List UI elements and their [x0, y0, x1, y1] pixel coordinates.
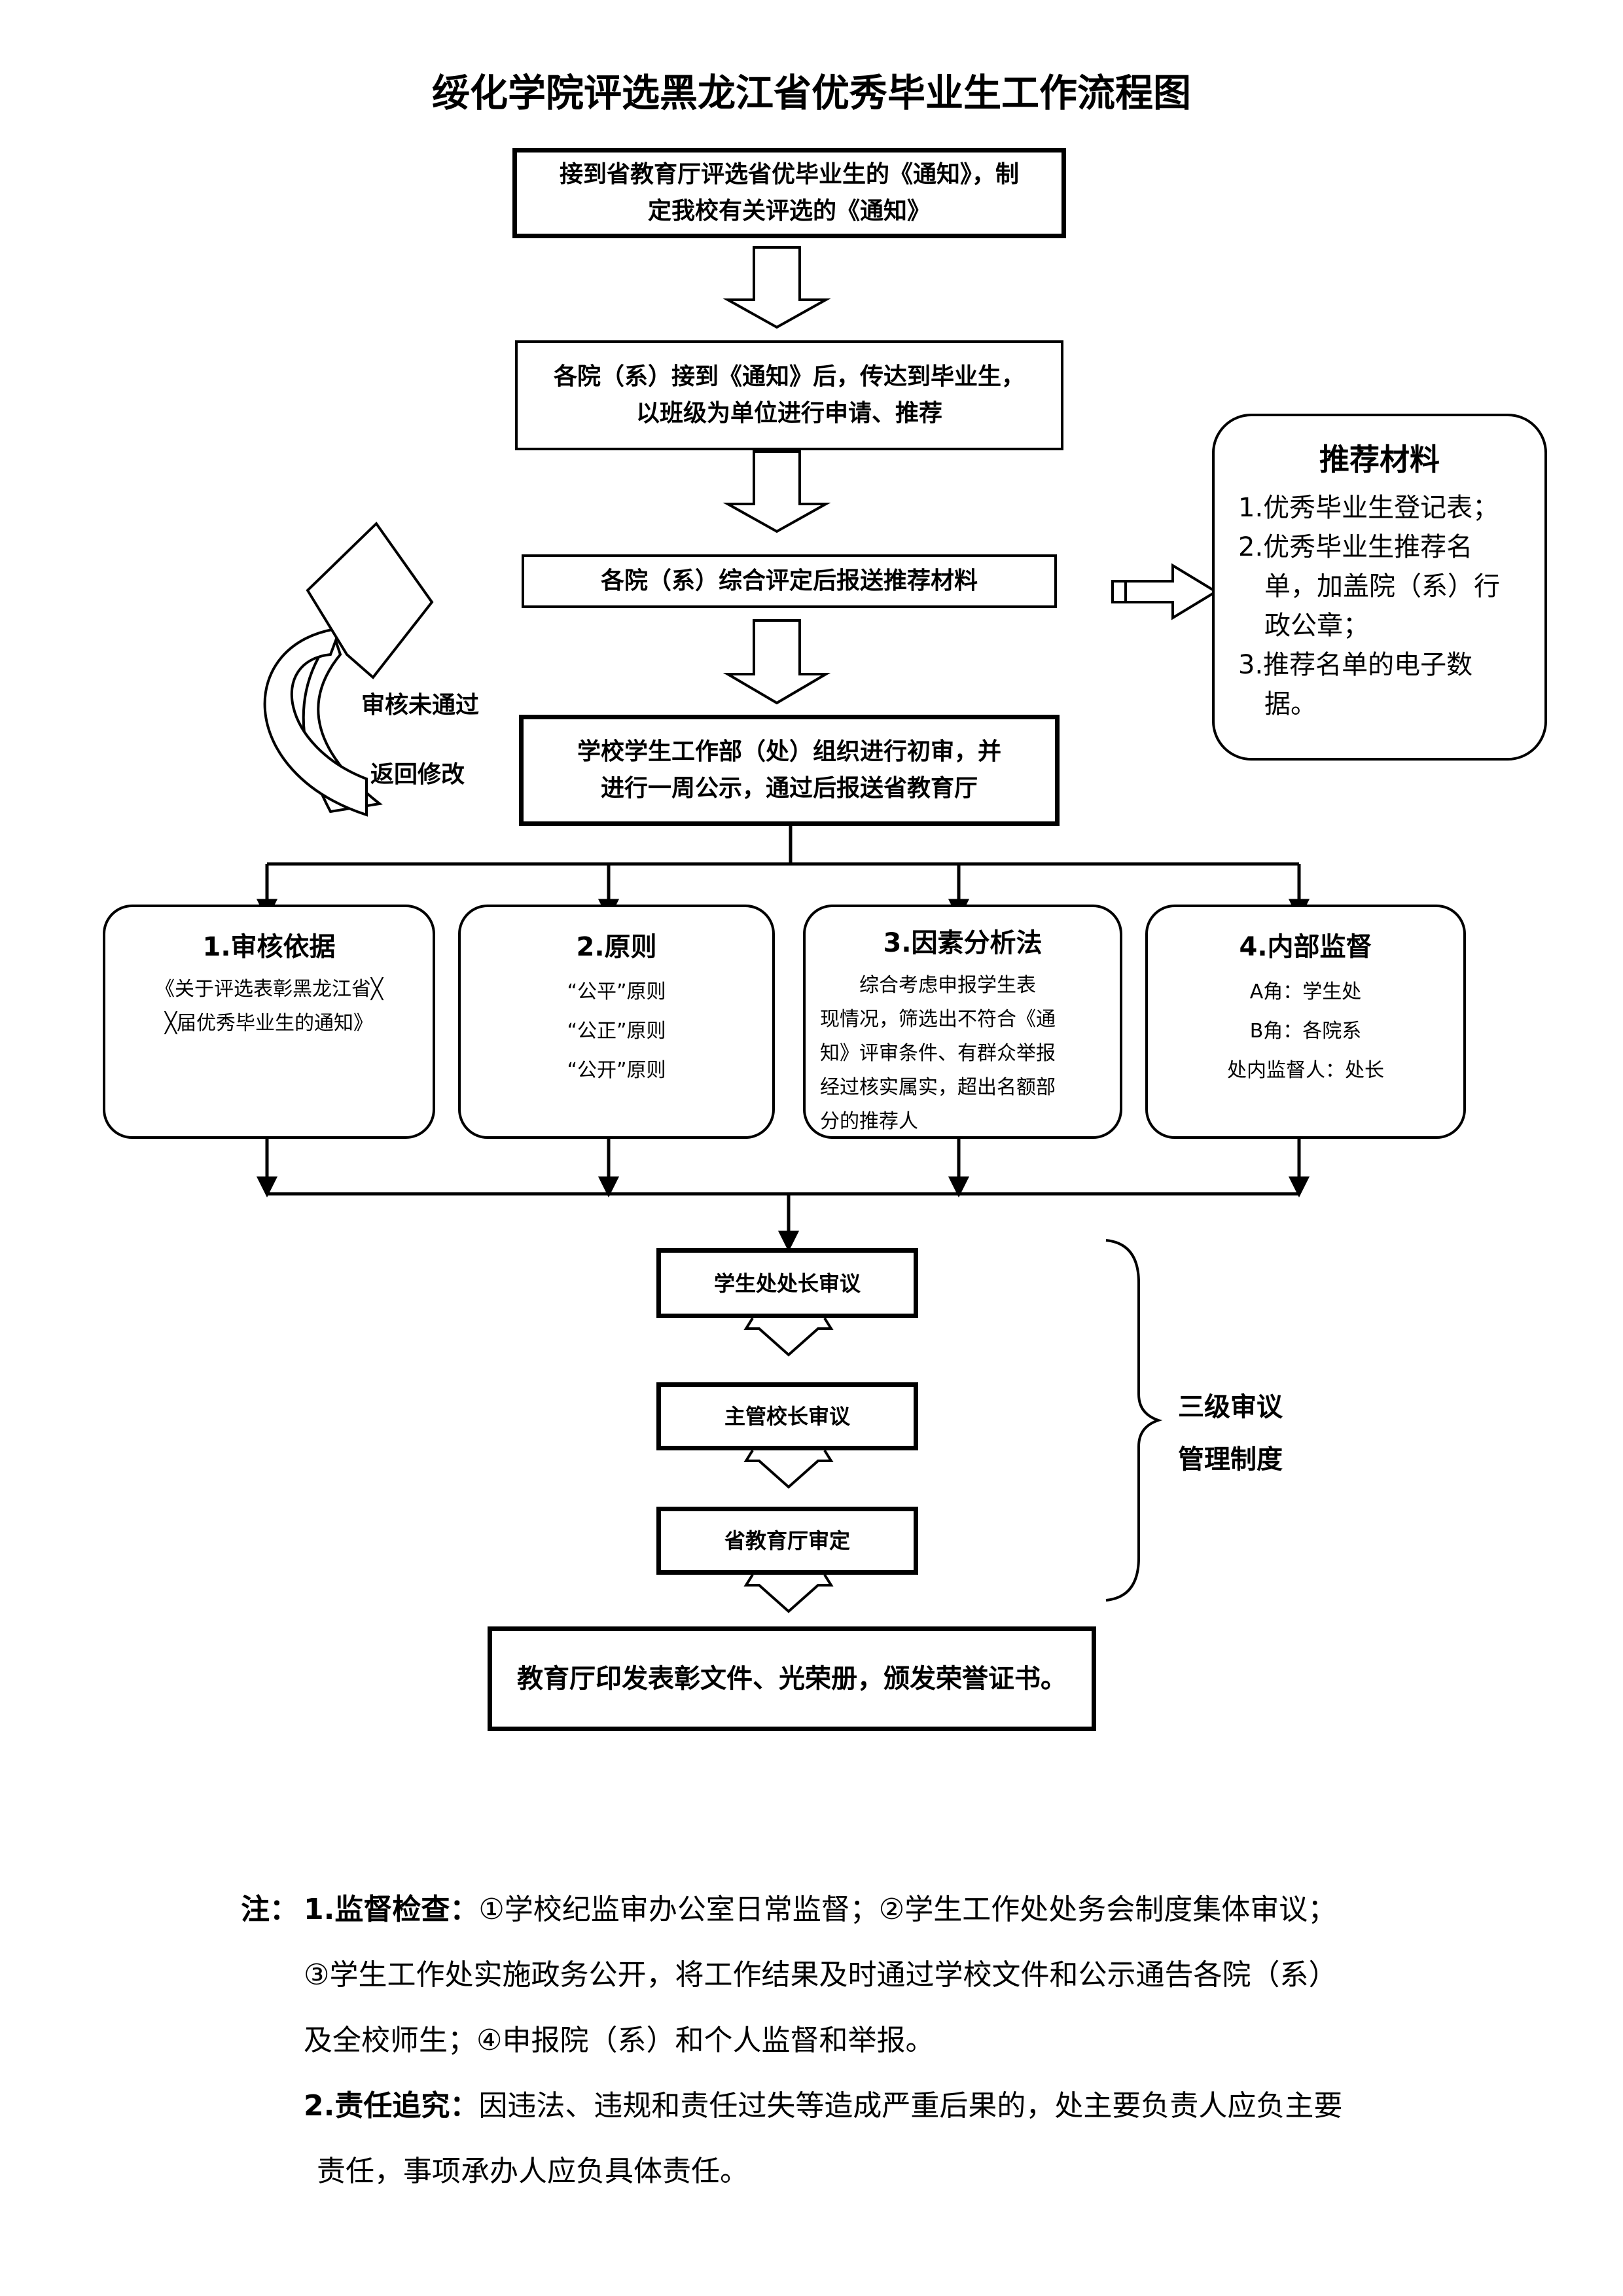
- materials-item: 1.优秀毕业生登记表；: [1238, 493, 1499, 523]
- return-modify-label: 返回修改: [370, 761, 465, 788]
- criterion-review-basis: 1.审核依据 《关于评选表彰黑龙江省╳ ╳届优秀毕业生的通知》: [103, 905, 435, 1139]
- step-receive-notice: 接到省教育厅评选省优毕业生的《通知》，制 定我校有关评选的《通知》: [512, 148, 1066, 238]
- notes-prefix: 注：: [241, 1893, 298, 1926]
- materials-item: 据。: [1264, 689, 1317, 719]
- note-2-title: 2.责任追究：: [304, 2089, 479, 2123]
- note-2-line-1: 因违法、违规和责任过失等造成严重后果的，处主要负责人应负主要: [478, 2089, 1343, 2123]
- right-arrow-materials: [1111, 563, 1219, 620]
- final-commendation: 教育厅印发表彰文件、光荣册，颁发荣誉证书。: [488, 1626, 1096, 1731]
- recommend-materials-box: 推荐材料 1.优秀毕业生登记表； 2.优秀毕业生推荐名 单，加盖院（系）行 政公…: [1212, 414, 1547, 761]
- review-failed-label: 审核未通过: [361, 692, 480, 719]
- note-1-title: 1.监督检查：: [304, 1893, 479, 1926]
- step-preliminary-review: 学校学生工作部（处）组织进行初审，并 进行一周公示，通过后报送省教育厅: [519, 715, 1060, 826]
- step-departments-recommend: 各院（系）接到《通知》后，传达到毕业生， 以班级为单位进行申请、推荐: [515, 340, 1063, 450]
- review-vice-president: 主管校长审议: [656, 1382, 918, 1450]
- note-1-line-1: ①学校纪监审办公室日常监督；②学生工作处处务会制度集体审议；: [478, 1893, 1337, 1926]
- review-provincial-education-dept: 省教育厅审定: [656, 1507, 918, 1575]
- step-submit-materials: 各院（系）综合评定后报送推荐材料: [522, 554, 1057, 608]
- criterion-internal-supervision: 4.内部监督 A角：学生处 B角：各院系 处内监督人：处长: [1145, 905, 1466, 1139]
- criterion-principles: 2.原则 “公平”原则 “公正”原则 “公开”原则: [458, 905, 775, 1139]
- return-arrow-head: [306, 521, 434, 679]
- materials-item: 3.推荐名单的电子数: [1238, 650, 1473, 680]
- note-2-line-2: 责任，事项承办人应负具体责任。: [317, 2155, 749, 2188]
- note-1-line-3: 及全校师生；④申报院（系）和个人监督和举报。: [304, 2024, 935, 2057]
- down-arrow-1: [722, 246, 831, 329]
- criterion-factor-analysis: 3.因素分析法 综合考虑申报学生表 现情况，筛选出不符合《通 知》评审条件、有群…: [803, 905, 1122, 1139]
- materials-item: 单，加盖院（系）行: [1264, 571, 1500, 601]
- review-student-affairs-head: 学生处处长审议: [656, 1248, 918, 1318]
- three-level-review-label: 三级审议 管理制度: [1178, 1392, 1283, 1475]
- page-title: 绥化学院评选黑龙江省优秀毕业生工作流程图: [431, 71, 1191, 115]
- materials-heading: 推荐材料: [1319, 442, 1440, 477]
- materials-item: 2.优秀毕业生推荐名: [1238, 532, 1473, 562]
- note-1-line-2: ③学生工作处实施政务公开，将工作结果及时通过学校文件和公示通告各院（系）: [304, 1958, 1338, 1992]
- materials-item: 政公章；: [1264, 611, 1369, 641]
- down-arrow-2: [722, 450, 831, 533]
- down-arrow-3: [722, 619, 831, 705]
- review-bracket: [1105, 1239, 1163, 1602]
